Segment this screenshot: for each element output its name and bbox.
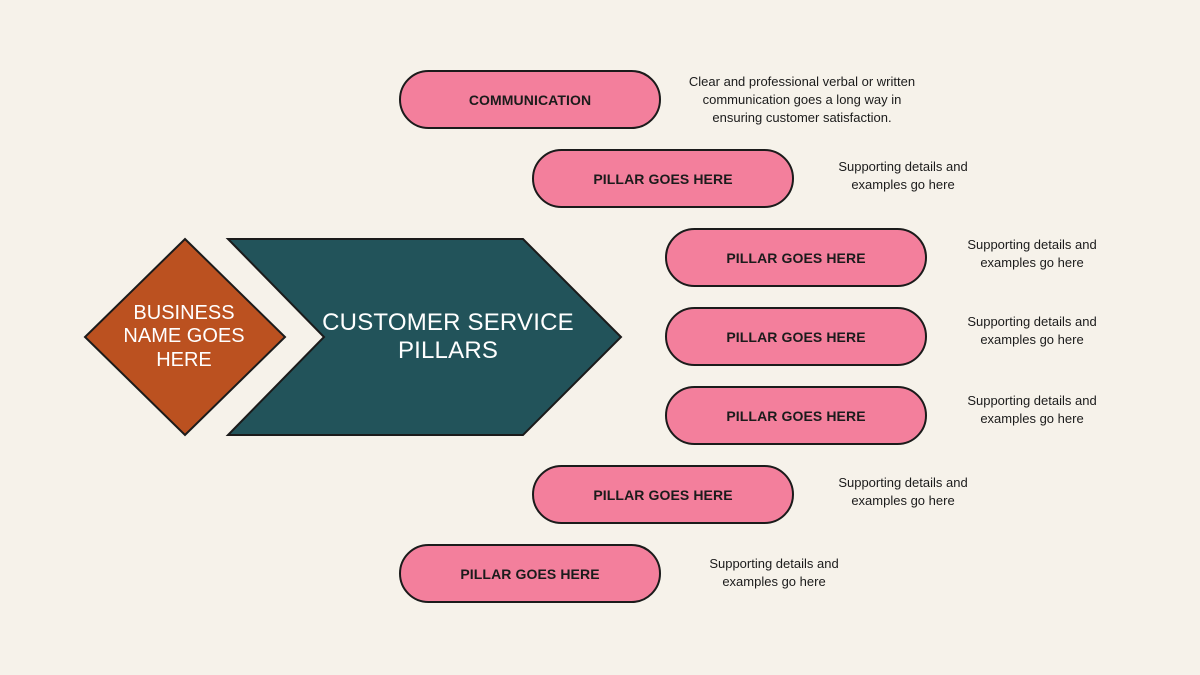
pillar-description: Clear and professional verbal or written… [688,74,916,125]
pillar-description: Supporting details and examples go here [967,314,1097,347]
pillar-description: Supporting details and examples go here [709,556,839,589]
pillar-2: PILLAR GOES HERE [532,149,794,208]
pillar-7: PILLAR GOES HERE [399,544,661,603]
title-chevron [225,238,623,436]
diagram-title: CUSTOMER SERVICE PILLARS [322,308,574,364]
pillar-description: Supporting details and examples go here [838,475,968,508]
pillar-description: Supporting details and examples go here [967,393,1097,426]
pillar-description: Supporting details and examples go here [838,159,968,192]
pillar-6: PILLAR GOES HERE [532,465,794,524]
pillar-3: PILLAR GOES HERE [665,228,927,287]
pillar-description: Supporting details and examples go here [967,237,1097,270]
business-diamond [83,237,287,437]
pillar-communication: COMMUNICATION [399,70,661,129]
business-name: BUSINESS NAME GOES HERE [123,301,245,371]
pillar-4: PILLAR GOES HERE [665,307,927,366]
pillar-5: PILLAR GOES HERE [665,386,927,445]
